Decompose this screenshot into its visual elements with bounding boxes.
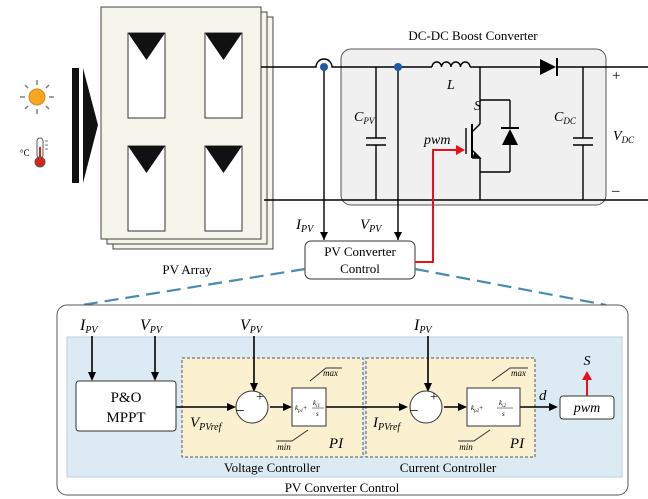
ipv-measurement-label: IPV bbox=[295, 217, 315, 235]
voltage-summing-junction: + − bbox=[235, 390, 269, 424]
current-pi-block: max min PI kp2+ ki2 s bbox=[458, 367, 528, 452]
cpv-label: CPV bbox=[354, 110, 376, 126]
freewheel-diode-icon bbox=[501, 127, 519, 145]
ipvref-label: IPVref bbox=[372, 415, 401, 433]
svg-text:min: min bbox=[459, 442, 473, 452]
voltage-controller-label: Voltage Controller bbox=[224, 460, 321, 475]
svg-text:PI: PI bbox=[509, 436, 525, 452]
measurement-arrows: IPV VPV bbox=[295, 217, 402, 240]
inductor-icon bbox=[431, 61, 471, 68]
vdc-plus: + bbox=[612, 68, 620, 84]
pv-array-label: PV Array bbox=[162, 262, 212, 277]
svg-text:−: − bbox=[409, 403, 418, 420]
switch-label: S bbox=[474, 99, 481, 114]
converter-title: DC-DC Boost Converter bbox=[408, 28, 538, 43]
inductor-label: L bbox=[446, 78, 455, 93]
svg-text:kp1+: kp1+ bbox=[295, 404, 307, 414]
zoom-indicator-lines bbox=[56, 267, 607, 311]
vdc-minus: – bbox=[611, 183, 620, 199]
svg-text:pwm: pwm bbox=[573, 401, 600, 416]
igbt-switch-icon bbox=[465, 123, 482, 159]
pwm-signal-path bbox=[415, 145, 465, 263]
switch-output-arrow: S bbox=[582, 354, 592, 396]
detail-ipv-input: IPV bbox=[79, 317, 99, 336]
boost-converter: DC-DC Boost Converter bbox=[261, 28, 648, 240]
svg-text:kp2+: kp2+ bbox=[471, 404, 483, 414]
thermometer-icon: °C bbox=[20, 137, 48, 168]
pv-cell bbox=[127, 145, 166, 232]
current-sensor-node bbox=[320, 63, 328, 71]
vc-vpv-input: VPV bbox=[240, 317, 264, 336]
duty-cycle-label: d bbox=[539, 388, 547, 404]
svg-text:max: max bbox=[323, 368, 338, 378]
svg-text:s: s bbox=[316, 410, 319, 418]
svg-text:ki2: ki2 bbox=[499, 399, 506, 409]
svg-text:−: − bbox=[235, 403, 244, 420]
cdc-label: CDC bbox=[554, 110, 577, 126]
switch-output-label: S bbox=[584, 354, 591, 369]
pv-cell bbox=[127, 32, 166, 119]
detail-title: PV Converter Control bbox=[285, 480, 400, 495]
sun-icon bbox=[20, 80, 54, 114]
pv-cell bbox=[204, 145, 243, 232]
control-box-line2: Control bbox=[340, 261, 380, 276]
diode-icon bbox=[540, 58, 558, 76]
vpvref-label: VPVref bbox=[190, 415, 223, 433]
cpv-capacitor-icon bbox=[366, 137, 386, 146]
svg-text:ki1: ki1 bbox=[313, 399, 320, 409]
detail-vpv-input: VPV bbox=[140, 317, 164, 336]
vpv-measurement-label: VPV bbox=[360, 217, 383, 235]
mppt-block: P&O MPPT bbox=[75, 380, 177, 432]
current-summing-junction: + − bbox=[409, 390, 443, 424]
pv-converter-control-box: PV Converter Control bbox=[304, 240, 416, 280]
control-detail-panel: PV Converter Control Voltage Controller … bbox=[56, 304, 629, 496]
pv-cell bbox=[204, 32, 243, 119]
pwm-block: pwm bbox=[559, 395, 615, 420]
pv-array: PV Array bbox=[100, 6, 274, 277]
control-box-line1: PV Converter bbox=[324, 244, 396, 259]
svg-text:max: max bbox=[511, 368, 526, 378]
cdc-capacitor-icon bbox=[573, 137, 593, 146]
svg-text:+: + bbox=[256, 390, 264, 405]
mppt-line1: P&O bbox=[111, 390, 142, 406]
pwm-signal-label: pwm bbox=[423, 133, 450, 148]
vdc-label: VDC bbox=[613, 129, 635, 145]
voltage-sensor-node bbox=[394, 63, 402, 71]
cc-ipv-input: IPV bbox=[413, 317, 433, 336]
current-controller-label: Current Controller bbox=[400, 460, 497, 475]
svg-text:s: s bbox=[502, 410, 505, 418]
svg-text:min: min bbox=[277, 442, 291, 452]
voltage-pi-block: max min PI kp1+ ki1 s bbox=[276, 367, 344, 452]
mppt-line2: MPPT bbox=[106, 410, 145, 426]
temperature-unit-label: °C bbox=[20, 148, 30, 158]
svg-text:PI: PI bbox=[328, 436, 344, 452]
svg-text:+: + bbox=[430, 390, 438, 405]
irradiance-arrow-icon bbox=[72, 68, 98, 183]
